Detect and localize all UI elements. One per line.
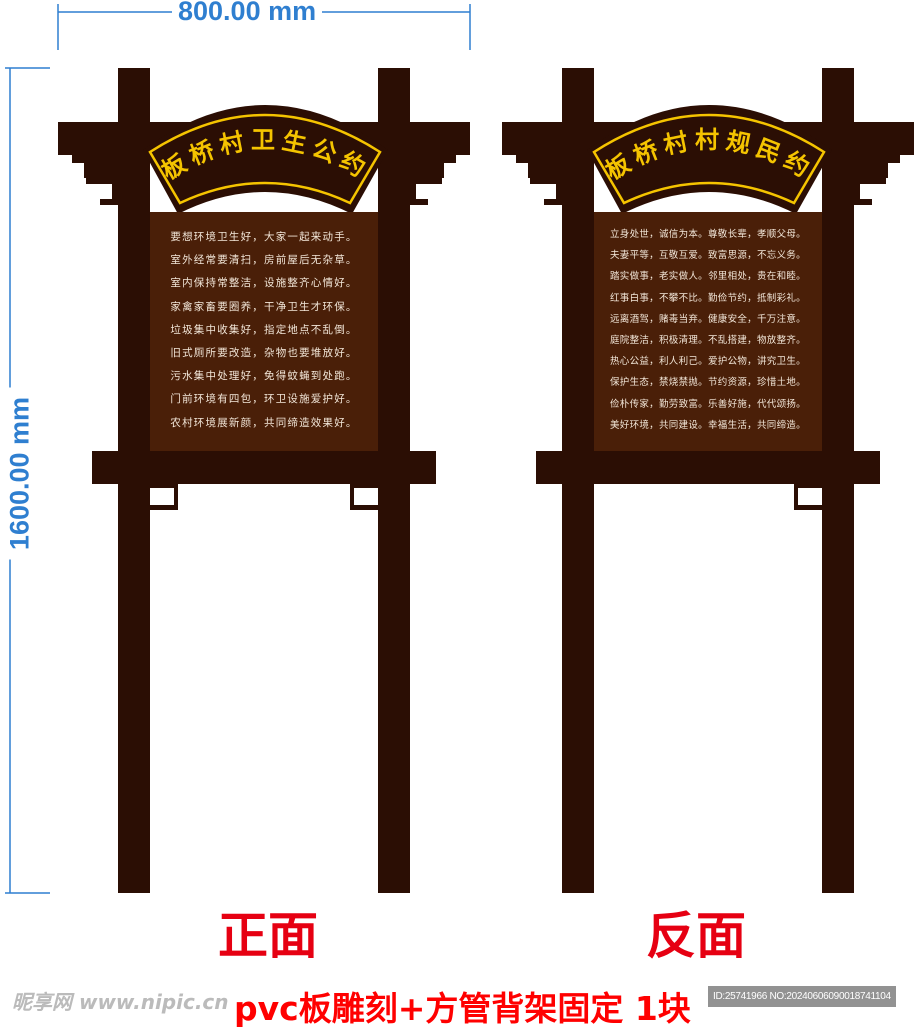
id-info: ID:25741966 NO:20240606090018741104 bbox=[708, 986, 896, 1007]
text-line: 踏实做事，老实做人。邻里相处，贵在和睦。 bbox=[609, 271, 806, 283]
width-label: 800.00 mm bbox=[172, 0, 323, 27]
text-line: 红事白事，不攀不比。勤俭节约，抵制彩礼。 bbox=[609, 292, 806, 304]
text-line: 污水集中处理好，免得蚊蝇到处跑。 bbox=[170, 370, 358, 383]
text-line: 垃圾集中收集好，指定地点不乱倒。 bbox=[170, 323, 358, 336]
text-line: 要想环境卫生好，大家一起来动手。 bbox=[170, 231, 358, 243]
front-sign-frame: 板桥村卫生公约 bbox=[58, 68, 470, 893]
text-line: 旧式厕所要改造，杂物也要堆放好。 bbox=[170, 346, 358, 359]
back-panel-text: 立身处世，诚信为本。尊敬长辈，孝顺父母。 夫妻平等，互敬互爱。致富思源，不忘义务… bbox=[594, 224, 822, 436]
text-line: 热心公益，利人利己。爱护公物，讲究卫生。 bbox=[609, 356, 806, 368]
text-line: 保护生态，禁烧禁抛。节约资源，珍惜土地。 bbox=[609, 377, 806, 389]
text-line: 夫妻平等，互敬互爱。致富思源，不忘义务。 bbox=[609, 250, 806, 262]
text-line: 远离酒驾，赌毒当弃。健康安全，千万注意。 bbox=[609, 313, 806, 325]
text-line: 庭院整洁，积极清理。不乱搭建，物放整齐。 bbox=[609, 334, 806, 346]
back-sign-frame: 板桥村村规民约 bbox=[502, 68, 914, 893]
text-line: 农村环境展新颜，共同缔造效果好。 bbox=[170, 416, 358, 429]
front-panel-text: 要想环境卫生好，大家一起来动手。 室外经常要清扫，房前屋后无杂草。 室内保持常整… bbox=[150, 226, 378, 435]
front-sign: 板桥村卫生公约 要想环境卫生好，大家一起来动手。 室外经常要清扫，房前屋后无杂草… bbox=[0, 0, 470, 900]
text-line: 美好环境，共同建设。幸福生活，共同缔造。 bbox=[609, 419, 806, 431]
text-line: 俭朴传家，勤劳致富。乐善好施，代代颂扬。 bbox=[609, 398, 806, 410]
text-line: 家禽家畜要圈养，干净卫生才环保。 bbox=[170, 300, 358, 313]
text-line: 立身处世，诚信为本。尊敬长辈，孝顺父母。 bbox=[609, 229, 806, 240]
text-line: 室内保持常整洁，设施整齐心情好。 bbox=[170, 277, 358, 290]
front-label: 正面 bbox=[218, 907, 318, 965]
back-sign: 板桥村村规民约 立身处世，诚信为本。尊敬长辈，孝顺父母。 夫妻平等，互敬互爱。致… bbox=[444, 0, 914, 900]
text-line: 室外经常要清扫，房前屋后无杂草。 bbox=[170, 254, 358, 267]
footer-note: pvc板雕刻+方管背架固定 1块 bbox=[234, 989, 691, 1028]
watermark: 昵享网 www.nipic.cn bbox=[12, 990, 229, 1014]
back-label: 反面 bbox=[646, 907, 746, 965]
text-line: 门前环境有四包，环卫设施爱护好。 bbox=[170, 393, 358, 406]
